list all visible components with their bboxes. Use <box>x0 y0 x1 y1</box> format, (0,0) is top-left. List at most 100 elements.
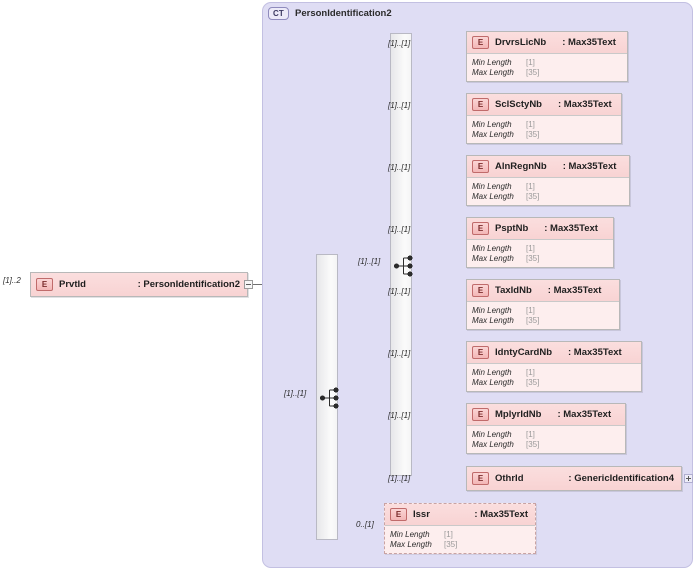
facet-list-sclsctynb: Min Length [1]Max Length[35] <box>467 116 621 143</box>
element-name-taxidnb: TaxIdNb <box>495 285 532 296</box>
element-box-prvtid[interactable]: E PrvtId : PersonIdentification2 <box>30 272 248 297</box>
element-type-drvrslicnb: : Max35Text <box>562 37 616 48</box>
facet-label-max-length: Max Length <box>472 254 514 263</box>
cardinality-alnregnnb: [1]..[1] <box>388 163 411 172</box>
element-type-psptnb: : Max35Text <box>544 223 598 234</box>
cardinality-mplyridnb: [1]..[1] <box>388 411 411 420</box>
facet-row-min-length: Min Length [1] <box>472 306 619 316</box>
element-badge-icon: E <box>472 222 489 235</box>
facet-value-min-length: [1] <box>526 244 535 253</box>
facet-row-max-length: Max Length [35] <box>390 540 535 550</box>
facet-row-min-length: Min Length[1] <box>472 58 627 68</box>
element-type-taxidnb: : Max35Text <box>547 285 602 296</box>
element-box-issr[interactable]: E Issr : Max35Text Min Length [1] Max Le… <box>384 503 536 554</box>
facet-value-min-length: [1] <box>526 306 535 315</box>
element-name-sclsctynb: SclSctyNb <box>495 99 542 110</box>
cardinality-othrid: [1]..[1] <box>388 474 411 483</box>
element-badge-icon: E <box>36 278 53 291</box>
element-name-mplyridnb: MplyrIdNb <box>495 409 542 420</box>
sequence-compositor-outer-icon[interactable] <box>320 384 344 412</box>
element-type-issr: : Max35Text <box>474 509 528 520</box>
facet-list-issr: Min Length [1] Max Length [35] <box>385 526 535 553</box>
element-type-idntycardnb: : Max35Text <box>568 347 622 358</box>
element-name-othrid: OthrId <box>495 473 524 484</box>
element-header-idntycardnb: E IdntyCardNb : Max35Text <box>467 342 641 364</box>
facet-row-max-length: Max Length [35] <box>472 192 629 202</box>
facet-label-max-length: Max Length <box>472 316 514 325</box>
facet-row-max-length: Max Length[35] <box>472 130 621 140</box>
facet-label-min-length: Min Length <box>472 368 512 377</box>
facet-value-max-length: [35] <box>444 540 458 549</box>
element-name-prvtid: PrvtId <box>59 279 86 290</box>
facet-list-idntycardnb: Min Length [1]Max Length[35] <box>467 364 641 391</box>
element-badge-icon: E <box>472 98 489 111</box>
facet-label-min-length: Min Length <box>472 182 512 191</box>
element-header-psptnb: E PsptNb : Max35Text <box>467 218 613 240</box>
collapse-icon-prvtid[interactable] <box>244 280 253 289</box>
compositor-inner-cardinality: [1]..[1] <box>358 257 381 266</box>
facet-label-min-length: Min Length <box>390 530 430 539</box>
element-name-alnregnnb: AlnRegnNb <box>495 161 547 172</box>
facet-value-min-length: [1] <box>526 120 535 129</box>
complex-type-title: PersonIdentification2 <box>295 8 392 19</box>
element-badge-icon: E <box>472 472 489 485</box>
cardinality-taxidnb: [1]..[1] <box>388 287 411 296</box>
facet-label-max-length: Max Length <box>472 192 514 201</box>
element-type-prvtid: : PersonIdentification2 <box>137 279 240 290</box>
element-name-drvrslicnb: DrvrsLicNb <box>495 37 547 48</box>
facet-label-min-length: Min Length <box>472 120 512 129</box>
facet-value-min-length: [1] <box>526 430 535 439</box>
facet-label-min-length: Min Length <box>472 306 512 315</box>
facet-value-min-length: [1] <box>526 182 535 191</box>
facet-label-max-length: Max Length <box>472 378 514 387</box>
element-box-othrid[interactable]: E OthrId : GenericIdentification4 <box>466 466 682 491</box>
facet-row-min-length: Min Length [1] <box>472 120 621 130</box>
element-name-issr: Issr <box>413 509 430 520</box>
facet-list-mplyridnb: Min Length[1]Max Length[35] <box>467 426 625 453</box>
element-name-psptnb: PsptNb <box>495 223 529 234</box>
sequence-bar-inner <box>390 33 412 476</box>
element-type-alnregnnb: : Max35Text <box>562 161 617 172</box>
compositor-outer-cardinality: [1]..[1] <box>284 389 307 398</box>
element-type-othrid: : GenericIdentification4 <box>568 473 674 484</box>
choice-compositor-inner-icon[interactable] <box>394 252 418 280</box>
facet-value-max-length: [35] <box>526 192 540 201</box>
facet-row-max-length: Max Length [35] <box>472 316 619 326</box>
complex-type-header: CT PersonIdentification2 <box>268 6 392 21</box>
element-header-prvtid: E PrvtId : PersonIdentification2 <box>31 273 247 296</box>
cardinality-psptnb: [1]..[1] <box>388 225 411 234</box>
element-header-issr: E Issr : Max35Text <box>385 504 535 526</box>
facet-label-max-length: Max Length <box>472 440 514 449</box>
cardinality-sclsctynb: [1]..[1] <box>388 101 411 110</box>
element-badge-icon: E <box>472 408 489 421</box>
facet-list-taxidnb: Min Length [1] Max Length [35] <box>467 302 619 329</box>
facet-value-min-length: [1] <box>526 368 535 377</box>
facet-list-drvrslicnb: Min Length[1]Max Length[35] <box>467 54 627 81</box>
element-name-idntycardnb: IdntyCardNb <box>495 347 552 358</box>
facet-label-min-length: Min Length <box>472 244 512 253</box>
facet-value-max-length: [35] <box>526 316 540 325</box>
facet-value-max-length: [35] <box>526 68 540 77</box>
expand-icon-othrid[interactable] <box>684 474 693 483</box>
facet-row-min-length: Min Length [1] <box>472 182 629 192</box>
root-element-cardinality: [1]..2 <box>3 276 21 285</box>
facet-label-max-length: Max Length <box>472 130 514 139</box>
facet-list-alnregnnb: Min Length [1] Max Length [35] <box>467 178 629 205</box>
complex-type-badge: CT <box>268 7 289 20</box>
element-type-mplyridnb: : Max35Text <box>557 409 612 420</box>
element-badge-icon: E <box>472 346 489 359</box>
facet-row-max-length: Max Length[35] <box>472 378 641 388</box>
facet-row-min-length: Min Length [1] <box>472 368 641 378</box>
